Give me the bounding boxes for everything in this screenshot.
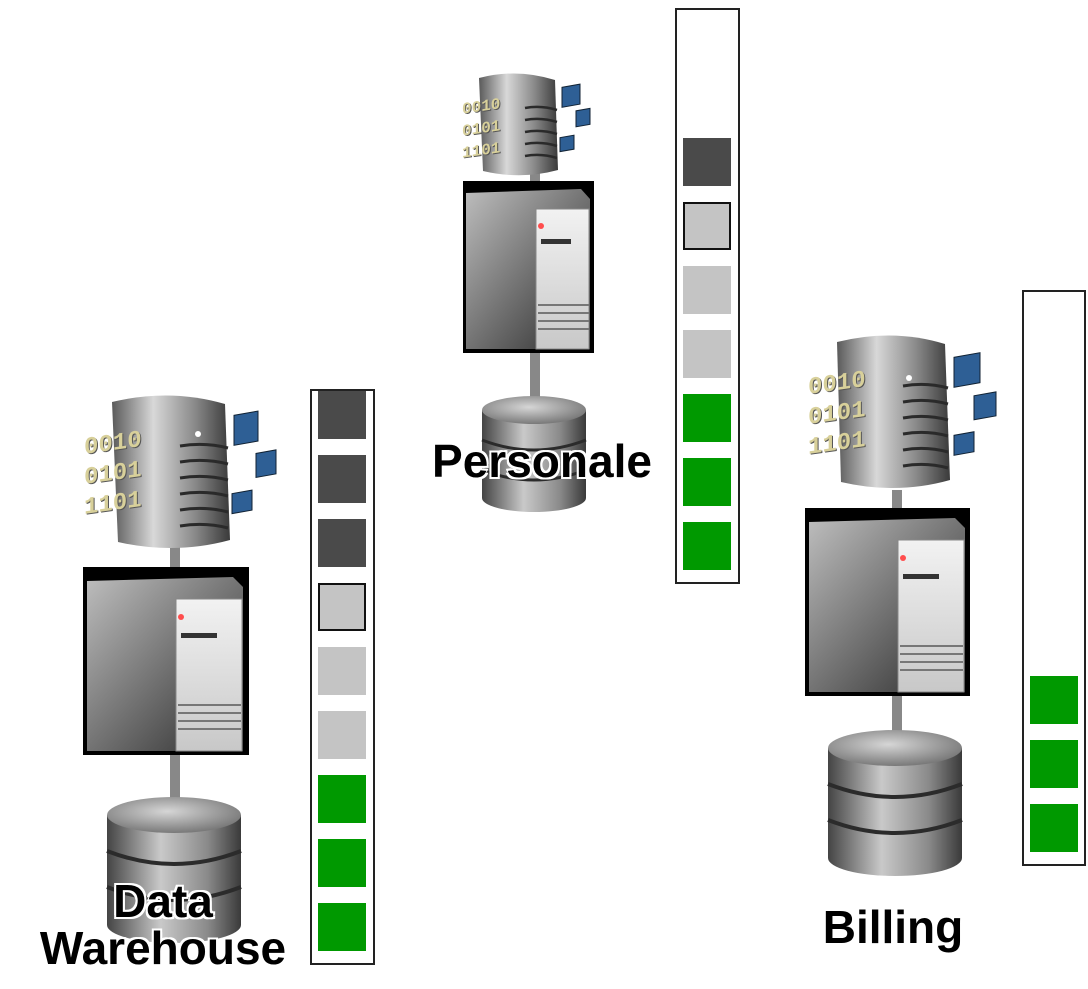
queue-cell-green	[683, 458, 731, 506]
system-label: Data Warehouse	[39, 875, 287, 974]
system-label: Personale	[432, 435, 652, 487]
database-icon	[827, 730, 963, 876]
cpu-tower-icon	[463, 181, 594, 353]
binary-data-icon: 0010 0101 1101	[808, 366, 866, 463]
data-packet-icon	[953, 352, 997, 456]
queue-cell-green	[1030, 804, 1078, 852]
queue-cell-dark	[318, 455, 366, 503]
queue-cell-light	[683, 266, 731, 314]
database-icon	[481, 396, 587, 512]
queue-cell-light-outlined	[683, 202, 731, 250]
queue-meter	[310, 389, 375, 965]
data-packet-icon	[231, 410, 277, 515]
queue-cell-light-outlined	[318, 583, 366, 631]
queue-cell-green	[1030, 676, 1078, 724]
server-icon	[479, 73, 558, 176]
queue-cell-green	[318, 903, 366, 951]
queue-cell-green	[683, 394, 731, 442]
queue-cell-green	[318, 839, 366, 887]
queue-cell-dark	[318, 391, 366, 439]
cpu-tower-icon	[805, 508, 970, 696]
queue-meter	[1022, 290, 1086, 866]
queue-cell-green	[318, 775, 366, 823]
queue-cell-light	[683, 330, 731, 378]
queue-cell-green	[683, 522, 731, 570]
system-label: Billing	[822, 901, 964, 953]
server-icon	[112, 395, 230, 549]
database-icon	[106, 797, 242, 943]
queue-cell-dark	[683, 138, 731, 186]
queue-cell-dark	[318, 519, 366, 567]
cpu-tower-icon	[83, 567, 249, 755]
queue-cell-light	[318, 647, 366, 695]
data-packet-icon	[559, 83, 591, 153]
queue-cell-light	[318, 711, 366, 759]
queue-meter	[675, 8, 740, 584]
server-icon	[837, 335, 950, 489]
queue-cell-green	[1030, 740, 1078, 788]
